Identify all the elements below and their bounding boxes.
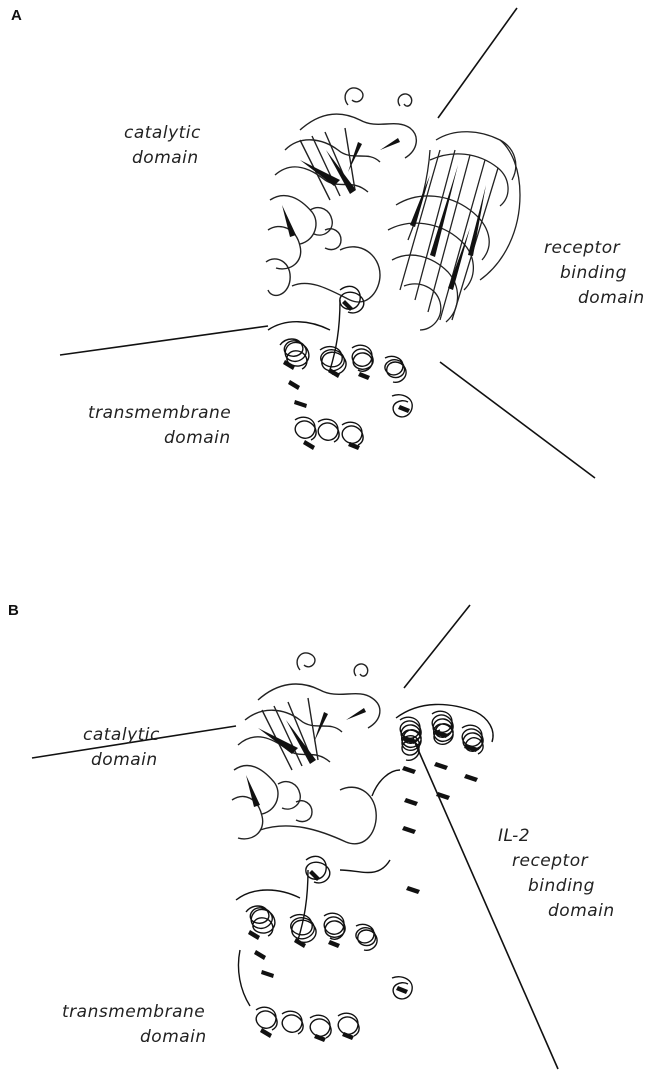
panel-b: B [0, 530, 664, 1071]
panel-a-divider-left [60, 326, 268, 355]
panel-b-transmembrane-helices [236, 856, 412, 1038]
panel-b-catalytic-label: catalytic domain [83, 723, 160, 773]
panel-a-transmembrane-label: transmembrane domain [88, 401, 231, 451]
panel-b-structure [0, 530, 664, 1071]
panel-a-divider-top [438, 8, 517, 118]
panel-b-transmembrane-shading [248, 870, 408, 1042]
panel-b-receptor-label: IL-2 receptor binding domain [498, 824, 615, 924]
panel-a-receptor-label: receptor binding domain [544, 236, 645, 311]
panel-a-catalytic-label: catalytic domain [124, 121, 201, 171]
panel-b-receptor-helices [340, 704, 493, 872]
panel-a: A [0, 0, 664, 530]
panel-a-catalytic-ribbon [266, 88, 416, 302]
panel-b-divider-top [404, 605, 470, 688]
panel-b-transmembrane-label: transmembrane domain [62, 1000, 207, 1050]
panel-a-divider-right [440, 362, 595, 478]
panel-a-receptor-ribbon [388, 132, 520, 330]
panel-b-catalytic-strands [246, 708, 366, 807]
